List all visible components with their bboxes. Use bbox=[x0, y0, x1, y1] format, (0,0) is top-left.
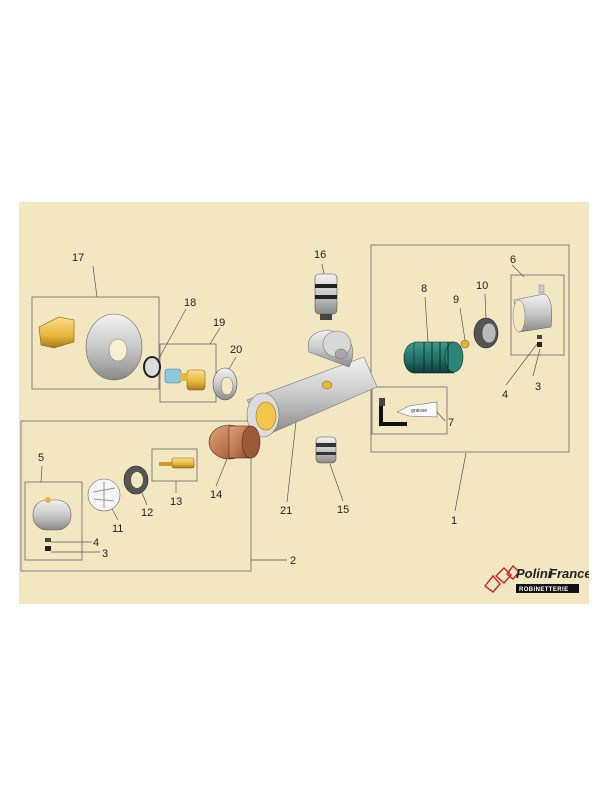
grease-tube-label: graisse bbox=[411, 408, 427, 414]
part-6-cap bbox=[512, 284, 552, 347]
label-15: 15 bbox=[337, 504, 349, 516]
label-20: 20 bbox=[230, 344, 242, 356]
diagram-sheet: graisse bbox=[19, 202, 589, 604]
brand-tagline: ROBINETTERIE bbox=[519, 587, 568, 593]
leader-lines bbox=[40, 263, 541, 561]
label-16: 16 bbox=[314, 249, 326, 261]
brand-name-france: France bbox=[549, 566, 589, 581]
part-12-nut bbox=[123, 465, 149, 495]
part-9-ring bbox=[460, 339, 470, 349]
part-18-ring bbox=[143, 356, 161, 378]
part-20-nut bbox=[212, 367, 238, 401]
frame-group-13 bbox=[151, 448, 198, 482]
label-13: 13 bbox=[170, 496, 182, 508]
label-14: 14 bbox=[210, 489, 222, 501]
frame-group-2 bbox=[20, 420, 252, 572]
part-7-tool-and-grease: graisse bbox=[379, 398, 438, 426]
label-10: 10 bbox=[476, 280, 488, 292]
label-4-left: 4 bbox=[93, 537, 99, 549]
label-9: 9 bbox=[453, 294, 459, 306]
part-14-cartridge bbox=[208, 424, 261, 460]
label-2: 2 bbox=[290, 555, 296, 567]
label-3-left: 3 bbox=[102, 548, 108, 560]
part-8-thermostatic-cartridge bbox=[403, 341, 464, 374]
frame-group-1 bbox=[370, 244, 570, 453]
valve-body-21 bbox=[246, 329, 378, 438]
part-19-insert bbox=[164, 368, 206, 391]
frame-group-6 bbox=[510, 274, 565, 356]
label-18: 18 bbox=[184, 297, 196, 309]
part-16-connector bbox=[314, 273, 338, 320]
brand-name-polini: Polini bbox=[516, 566, 552, 581]
label-17: 17 bbox=[72, 252, 84, 264]
label-19: 19 bbox=[213, 317, 225, 329]
frame-group-5 bbox=[24, 481, 83, 561]
exploded-view-diagram: graisse bbox=[20, 244, 589, 593]
label-12: 12 bbox=[141, 507, 153, 519]
frame-group-7 bbox=[371, 386, 448, 435]
part-11-knob-insert bbox=[87, 478, 121, 512]
label-21: 21 bbox=[280, 505, 292, 517]
frame-group-17 bbox=[31, 296, 160, 390]
polini-france-logo: Polini France ROBINETTERIE bbox=[484, 564, 589, 593]
label-11: 11 bbox=[112, 523, 123, 535]
label-4-right: 4 bbox=[502, 389, 508, 401]
label-3-right: 3 bbox=[535, 381, 541, 393]
label-6: 6 bbox=[510, 254, 516, 266]
part-10-nut bbox=[473, 317, 499, 349]
label-1: 1 bbox=[451, 515, 457, 527]
label-8: 8 bbox=[421, 283, 427, 295]
label-7: 7 bbox=[448, 417, 454, 429]
part-15-connector bbox=[315, 436, 337, 464]
part-17-handle bbox=[38, 313, 143, 381]
part-5-cap bbox=[32, 497, 72, 551]
label-5: 5 bbox=[38, 452, 44, 464]
part-13-spindle bbox=[159, 457, 195, 469]
